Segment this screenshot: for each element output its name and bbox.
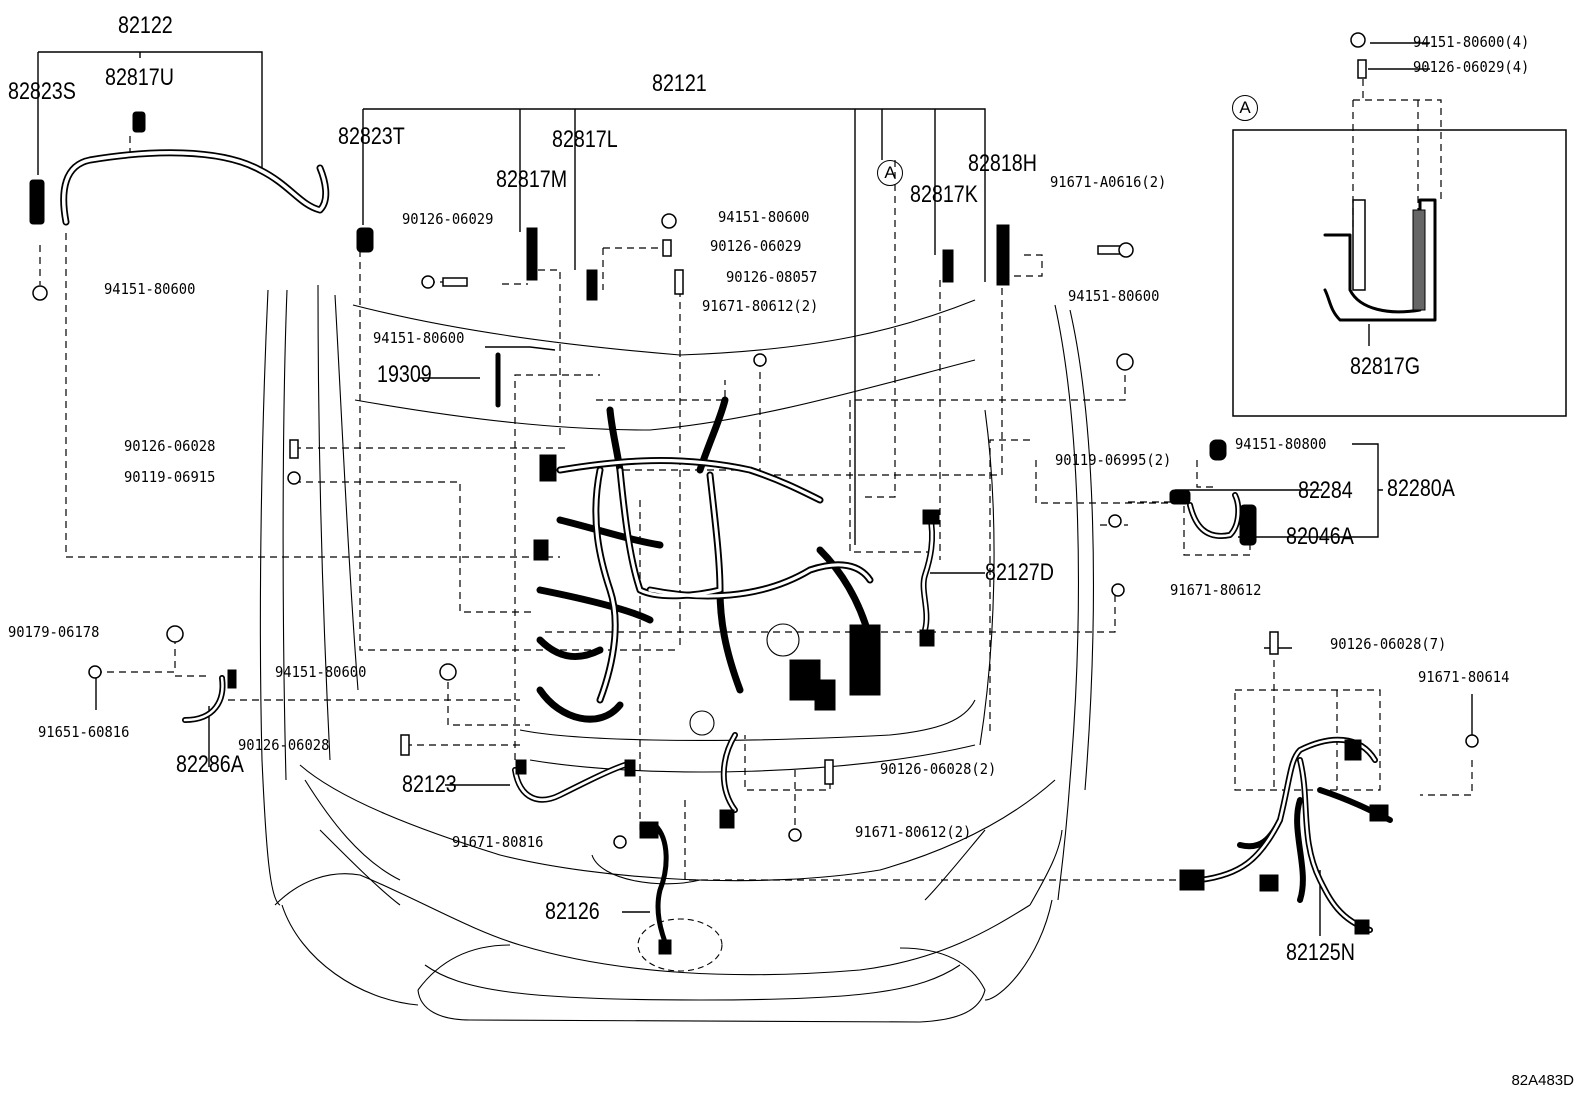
callout-a-marker: A — [1232, 95, 1258, 121]
label-19309: 19309 — [377, 361, 432, 388]
label-82817G: 82817G — [1350, 353, 1421, 380]
label-82818H: 82818H — [968, 150, 1037, 177]
label-91671-80612-2: 91671-80612(2) — [702, 297, 819, 315]
label-82817U: 82817U — [105, 64, 174, 91]
label-90126-06029-4: 90126-06029(4) — [1413, 58, 1530, 76]
label-94151-80600-4: 94151-80600(4) — [1413, 33, 1530, 51]
label-82125N: 82125N — [1286, 939, 1355, 966]
label-82280A: 82280A — [1387, 475, 1455, 502]
label-91671-80816: 91671-80816 — [452, 833, 544, 851]
label-90126-06029: 90126-06029 — [402, 210, 494, 228]
label-91671-80612-2: 91671-80612(2) — [855, 823, 972, 841]
label-94151-80600: 94151-80600 — [373, 329, 465, 347]
callout-a-marker: A — [877, 160, 903, 186]
label-82126: 82126 — [545, 898, 600, 925]
label-90126-08057: 90126-08057 — [726, 268, 818, 286]
label-82817K: 82817K — [910, 181, 978, 208]
label-94151-80600: 94151-80600 — [275, 663, 367, 681]
label-82121: 82121 — [652, 70, 707, 97]
label-90179-06178: 90179-06178 — [8, 623, 100, 641]
diagram-code: 82A483D — [1511, 1072, 1574, 1089]
label-82127D: 82127D — [985, 559, 1054, 586]
label-82123: 82123 — [402, 771, 457, 798]
label-90126-06028-7: 90126-06028(7) — [1330, 635, 1447, 653]
label-90126-06028: 90126-06028 — [238, 736, 330, 754]
label-90126-06028: 90126-06028 — [124, 437, 216, 455]
label-82823T: 82823T — [338, 123, 405, 150]
label-90119-06995-2: 90119-06995(2) — [1055, 451, 1172, 469]
label-82823S: 82823S — [8, 78, 76, 105]
label-82122: 82122 — [118, 12, 173, 39]
label-82284: 82284 — [1298, 477, 1353, 504]
label-90119-06915: 90119-06915 — [124, 468, 216, 486]
label-82286A: 82286A — [176, 751, 244, 778]
label-82817L: 82817L — [552, 126, 618, 153]
label-91671-80614: 91671-80614 — [1418, 668, 1510, 686]
label-82046A: 82046A — [1286, 523, 1354, 550]
label-90126-06029: 90126-06029 — [710, 237, 802, 255]
label-94151-80600: 94151-80600 — [104, 280, 196, 298]
label-91651-60816: 91651-60816 — [38, 723, 130, 741]
label-94151-80600: 94151-80600 — [1068, 287, 1160, 305]
label-91671-A0616-2: 91671-A0616(2) — [1050, 173, 1167, 191]
label-82817M: 82817M — [496, 166, 568, 193]
label-94151-80800: 94151-80800 — [1235, 435, 1327, 453]
label-91671-80612: 91671-80612 — [1170, 581, 1262, 599]
label-90126-06028-2: 90126-06028(2) — [880, 760, 997, 778]
label-94151-80600: 94151-80600 — [718, 208, 810, 226]
